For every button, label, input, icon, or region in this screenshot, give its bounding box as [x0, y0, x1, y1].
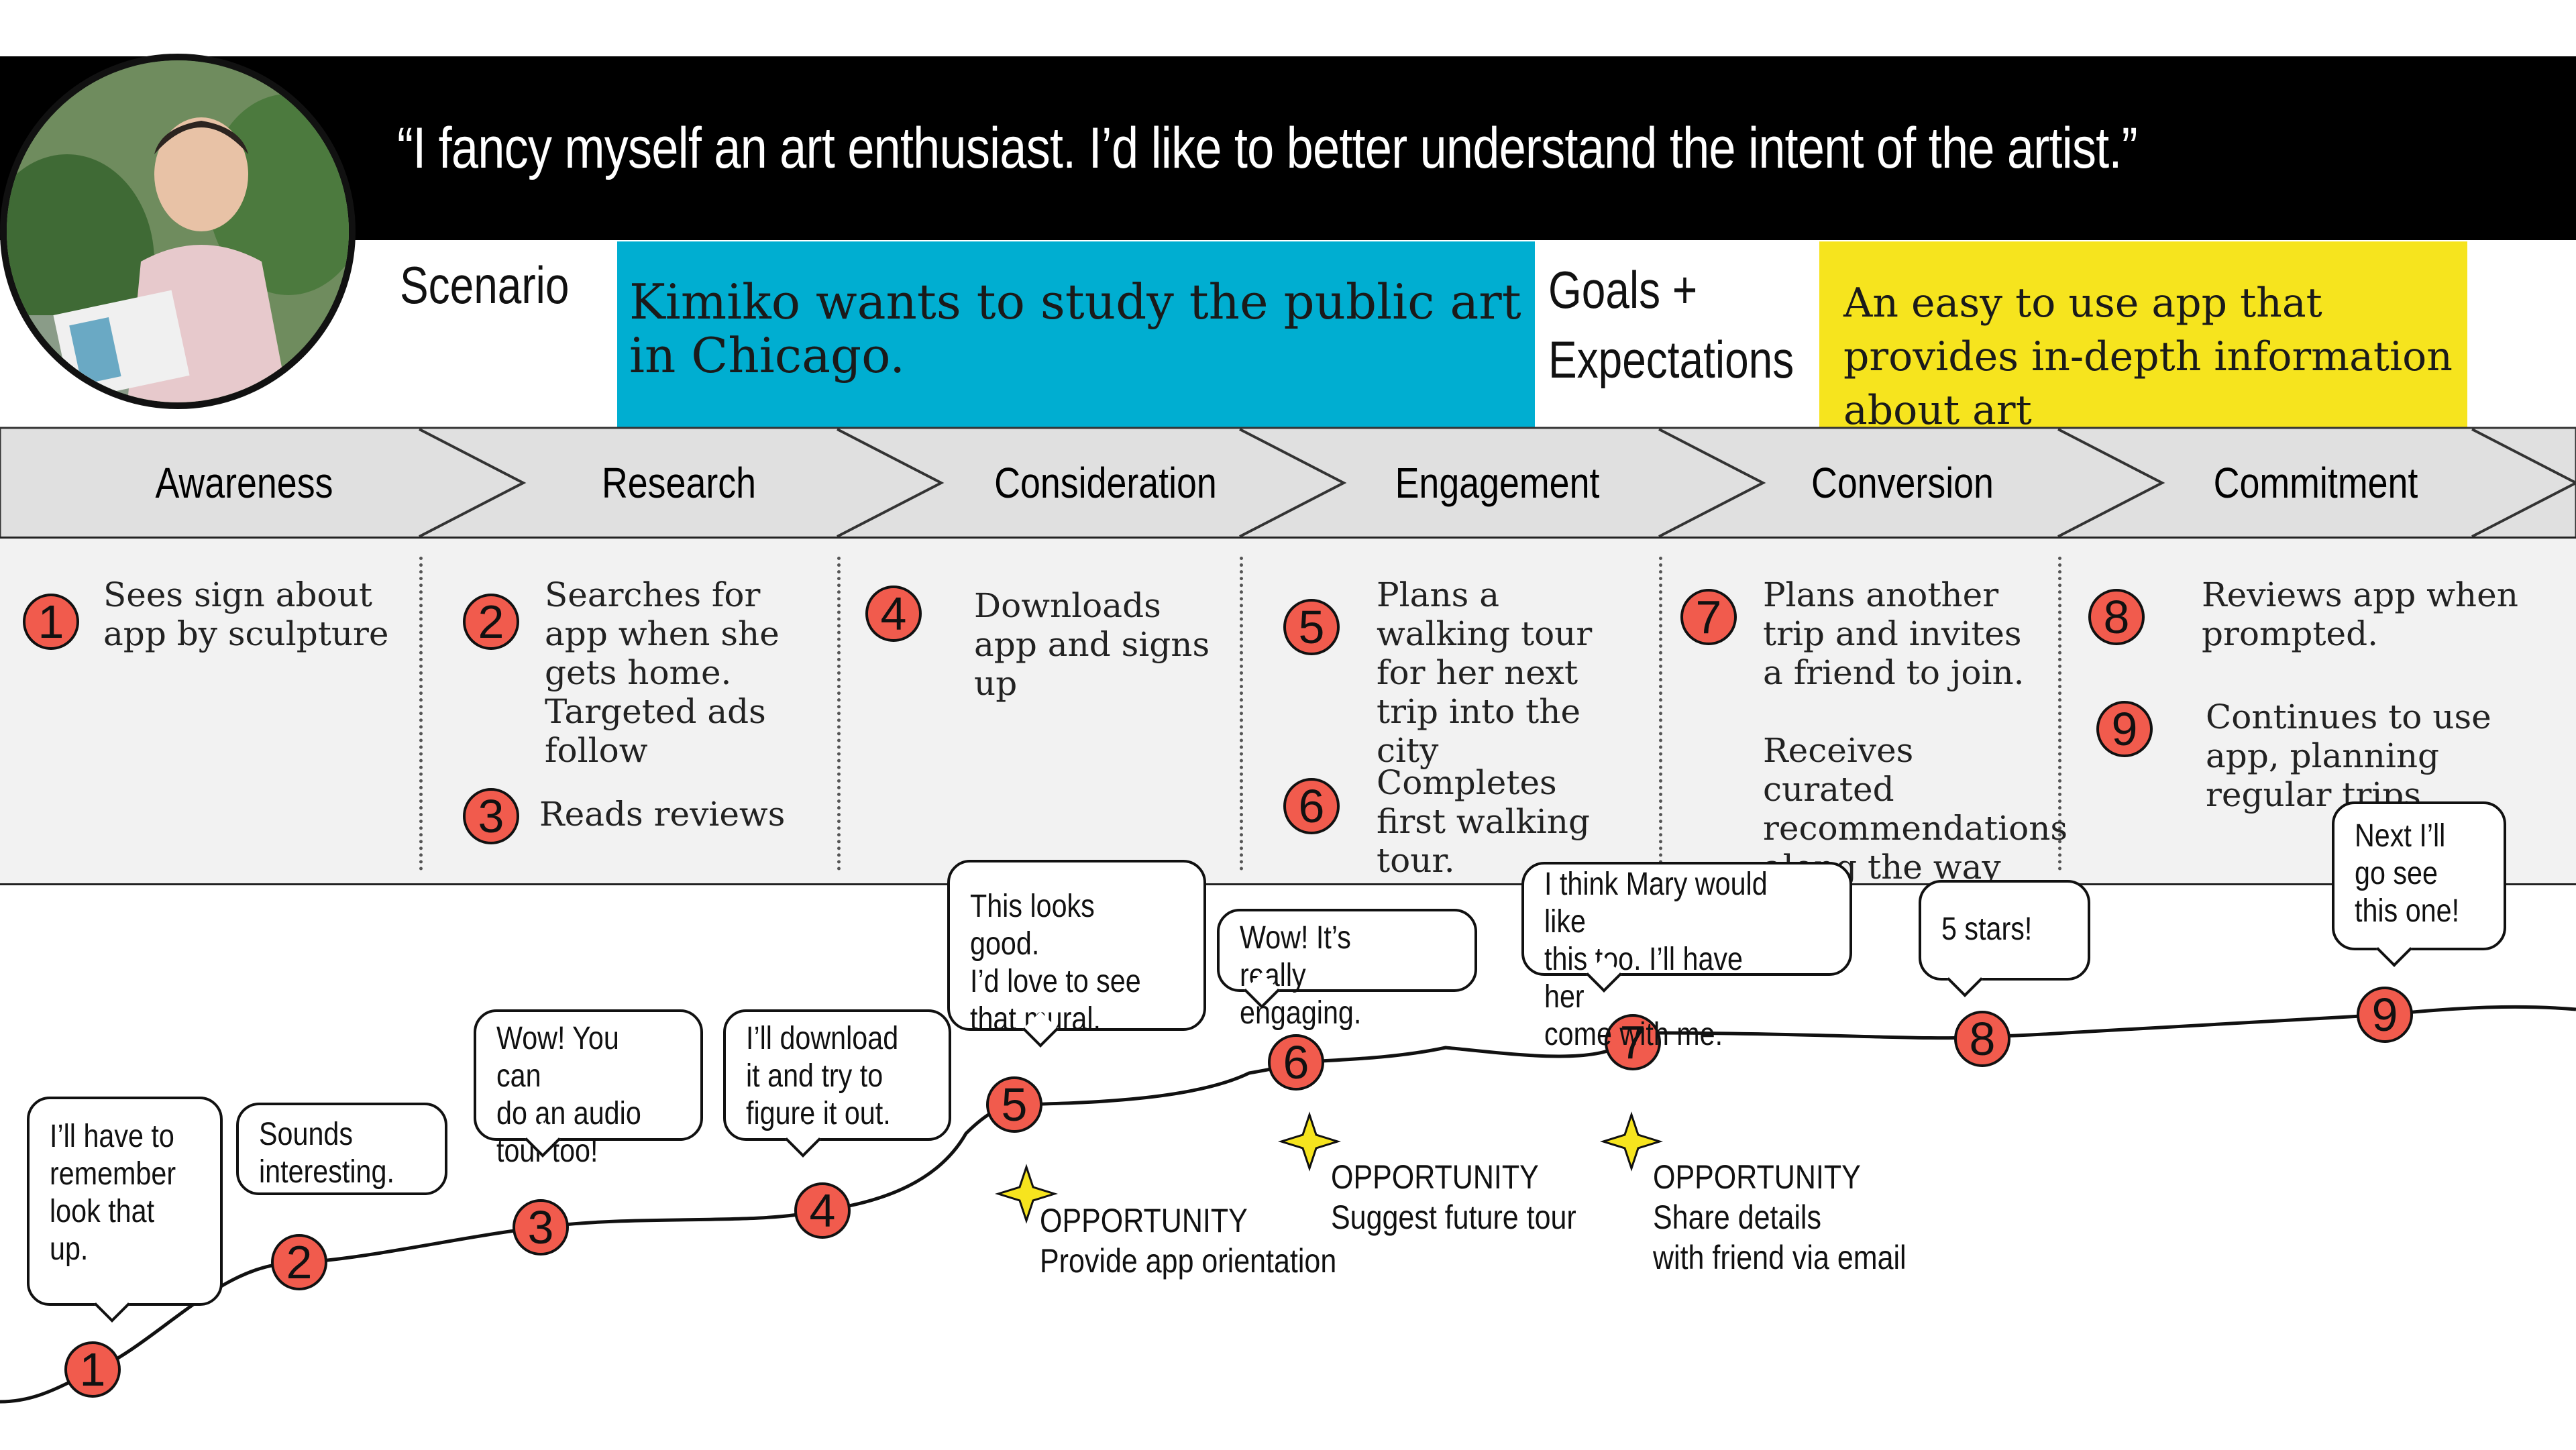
speech-bubble-5: This looks good. I’d love to see that mu… — [947, 860, 1206, 1048]
bubble-text: Wow! You can do an audio tour too! — [496, 1021, 641, 1169]
opportunity-text: Share details with friend via email — [1653, 1198, 1907, 1276]
step-3-text: Reads reviews — [539, 795, 786, 834]
opportunity-star-icon — [1599, 1111, 1664, 1172]
opportunity-title: OPPORTUNITY — [1653, 1158, 1861, 1196]
chevron-1 — [419, 428, 527, 538]
stage-consideration: Consideration — [994, 459, 1217, 508]
step-number-1: 1 — [23, 594, 79, 650]
goals-label: Goals + Expectations — [1548, 255, 1794, 394]
scenario-box — [617, 241, 1535, 427]
persona-quote: “I fancy myself an art enthusiast. I’d l… — [397, 115, 2138, 180]
goals-label-line2: Expectations — [1548, 330, 1794, 389]
speech-bubble-6: Wow! It’s really engaging. — [1217, 909, 1477, 1031]
goals-text: An easy to use app that provides in-dept… — [1843, 280, 2453, 434]
steps-panel — [0, 537, 2576, 885]
step-number-3: 3 — [463, 788, 519, 844]
step-number-8: 8 — [2088, 589, 2145, 645]
bubble-text: Sounds interesting. — [259, 1117, 394, 1190]
speech-bubble-1: I’ll have to remember look that up. — [27, 1097, 223, 1323]
bubble-text: I’ll download it and try to figure it ou… — [746, 1021, 899, 1131]
bubble-text: Wow! It’s really engaging. — [1240, 920, 1362, 1031]
step-8-text: Reviews app when prompted. — [2202, 575, 2518, 653]
step-number-9: 9 — [2096, 701, 2153, 757]
scenario-text: Kimiko wants to study the public art in … — [629, 274, 1521, 384]
opportunity-text: Provide app orientation — [1040, 1242, 1337, 1280]
opportunity-2: OPPORTUNITY Suggest future tour — [1331, 1157, 1616, 1237]
step-number-6: 6 — [1283, 778, 1340, 834]
persona-photo-image — [7, 60, 349, 402]
journey-point-5: 5 — [986, 1076, 1042, 1133]
opportunity-title: OPPORTUNITY — [1040, 1202, 1248, 1239]
journey-point-2: 2 — [271, 1234, 327, 1290]
chevron-4 — [1658, 428, 1766, 538]
step-4-text: Downloads app and signs up — [974, 586, 1210, 703]
journey-curve — [0, 1005, 2576, 1404]
step-number-7: 7 — [1680, 589, 1737, 645]
opportunity-star-icon — [994, 1164, 1059, 1224]
journey-point-4: 4 — [794, 1182, 851, 1239]
step-number-4: 4 — [865, 585, 922, 642]
speech-bubble-2: Sounds interesting. — [236, 1103, 447, 1195]
bubble-text: Next I’ll go see this one! — [2355, 818, 2460, 929]
step-5-text: Plans a walking tour for her next trip i… — [1377, 575, 1593, 770]
opportunity-title: OPPORTUNITY — [1331, 1158, 1539, 1196]
journey-point-6: 6 — [1268, 1034, 1324, 1091]
bubble-text: I’ll have to remember look that up. — [50, 1119, 176, 1267]
goals-label-line1: Goals + — [1548, 260, 1698, 319]
step-number-2: 2 — [463, 594, 519, 650]
stage-research: Research — [602, 459, 756, 508]
step-2-text: Searches for app when she gets home. Tar… — [545, 575, 780, 770]
opportunity-text: Suggest future tour — [1331, 1198, 1576, 1236]
step-number-5: 5 — [1283, 599, 1340, 655]
speech-bubble-7: I think Mary would like this too. I’ll h… — [1521, 862, 1852, 1052]
bubble-text: 5 stars! — [1941, 911, 2033, 947]
persona-photo — [0, 54, 356, 409]
bubble-text: This looks good. I’d love to see that mu… — [970, 889, 1141, 1037]
journey-point-7: 7 — [1605, 1014, 1661, 1070]
step-divider — [2058, 557, 2061, 871]
stage-conversion: Conversion — [1811, 459, 1994, 508]
journey-point-1: 1 — [64, 1341, 121, 1398]
step-divider — [837, 557, 841, 871]
chevron-5 — [2057, 428, 2165, 538]
opportunity-star-icon — [1277, 1111, 1342, 1172]
speech-bubble-3: Wow! You can do an audio tour too! — [474, 1009, 703, 1169]
chevron-3 — [1239, 428, 1347, 538]
scenario-label: Scenario — [400, 256, 570, 315]
journey-point-3: 3 — [513, 1199, 569, 1256]
speech-bubble-9: Next I’ll go see this one! — [2332, 801, 2506, 967]
quote-bar — [0, 56, 2576, 240]
journey-point-9: 9 — [2357, 987, 2413, 1043]
step-divider — [1240, 557, 1243, 871]
goals-box — [1819, 241, 2467, 427]
stage-chevrons: Awareness Research Consideration Engagem… — [0, 427, 2576, 539]
opportunity-3: OPPORTUNITY Share details with friend vi… — [1653, 1157, 1947, 1278]
step-6-text: Completes first walking tour. — [1377, 763, 1590, 880]
chevron-2 — [837, 428, 945, 538]
step-7-text: Plans another trip and invites a friend … — [1763, 575, 2025, 692]
bubble-text: I think Mary would like this too. I’ll h… — [1544, 867, 1768, 1052]
stage-awareness: Awareness — [156, 459, 333, 508]
stage-engagement: Engagement — [1395, 459, 1600, 508]
speech-bubble-4: I’ll download it and try to figure it ou… — [723, 1009, 951, 1158]
stage-commitment: Commitment — [2214, 459, 2418, 508]
chevron-6 — [2471, 428, 2576, 538]
step-9-text: Continues to use app, planning regular t… — [2206, 698, 2491, 814]
speech-bubble-8: 5 stars! — [1919, 880, 2090, 997]
step-divider — [419, 557, 423, 871]
journey-point-8: 8 — [1954, 1011, 2010, 1067]
step-1-text: Sees sign about app by sculpture — [103, 575, 389, 653]
step-divider — [1659, 557, 1662, 871]
opportunity-1: OPPORTUNITY Provide app orientation — [1040, 1201, 1385, 1281]
